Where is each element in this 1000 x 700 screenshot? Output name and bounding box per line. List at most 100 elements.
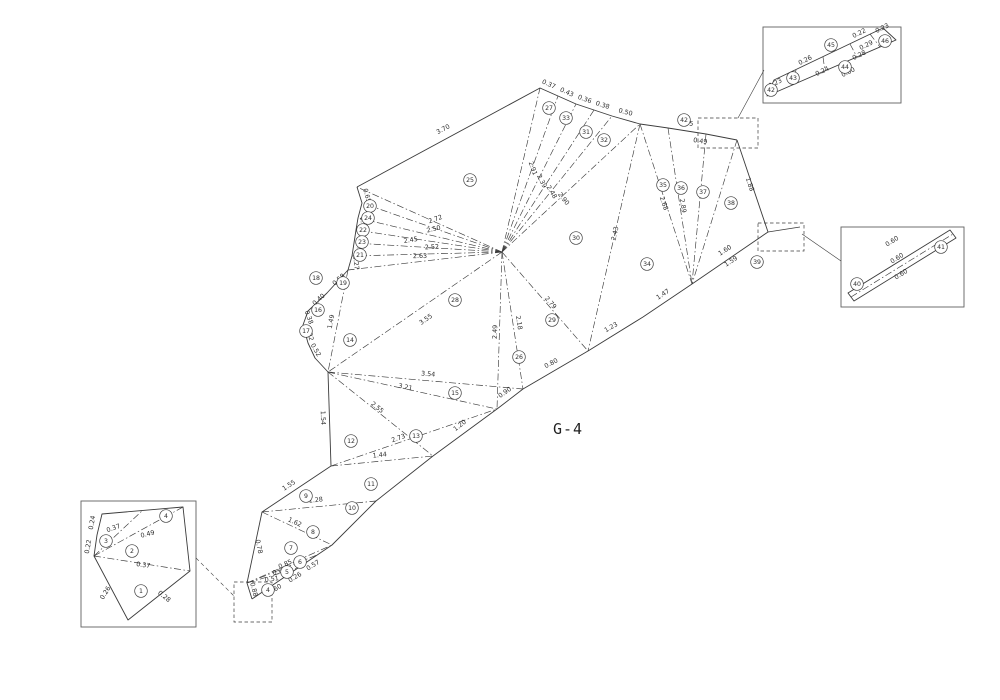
detail-bottom-left-dimension-label: 0.22 xyxy=(83,539,93,554)
parcel-marker: 20 xyxy=(363,199,377,213)
parcel-number-circle xyxy=(134,584,148,598)
parcel-number-circle xyxy=(261,583,275,597)
detail-right-dimension-label: 0.60 xyxy=(884,234,900,248)
parcel-number: 24 xyxy=(364,215,372,222)
detail-right-dimension-label: 0.60 xyxy=(893,267,909,281)
triangulation-line xyxy=(501,251,524,390)
triangulation-line xyxy=(501,251,589,352)
parcel-marker: 27 xyxy=(542,101,556,115)
dimension-label: 2.63 xyxy=(413,252,427,260)
detail-bottom-left-parcel-marker: 3 xyxy=(99,534,113,548)
parcel-number-circle xyxy=(750,255,764,269)
boundary-line xyxy=(691,139,769,285)
parcel-marker: 6 xyxy=(293,555,307,569)
area-label: G-4 xyxy=(553,420,584,438)
parcel-marker: 8 xyxy=(306,525,320,539)
triangulation-line xyxy=(501,115,613,253)
detail-top-right-parcel-marker: 46 xyxy=(878,34,892,48)
parcel-marker: 29 xyxy=(545,313,559,327)
triangulation-line xyxy=(327,371,524,390)
parcel-number-circle xyxy=(336,276,350,290)
parcel-marker: 26 xyxy=(512,350,526,364)
triangulation-line xyxy=(501,109,595,253)
parcel-number: 28 xyxy=(451,297,459,304)
detail-top-right-line xyxy=(869,33,881,48)
parcel-number: 3 xyxy=(104,538,108,545)
leader-line xyxy=(801,233,842,262)
parcel-number: 7 xyxy=(289,545,293,552)
dimension-label: 2.50 xyxy=(426,224,442,235)
dimension-label: 1.59 xyxy=(723,254,739,268)
dimension-label: 2.90 xyxy=(556,191,571,207)
parcel-number: 42 xyxy=(767,87,775,94)
detail-bottom-left-dimension-label: 0.37 xyxy=(105,522,121,534)
dimension-label: 3.54 xyxy=(421,369,436,378)
dimension-label: 3.55 xyxy=(418,312,434,327)
parcel-number: 38 xyxy=(727,200,735,207)
detail-top-right-parcel-marker: 45 xyxy=(824,38,838,52)
parcel-number-circle xyxy=(677,113,691,127)
detail-bottom-left-dimension-label: 0.49 xyxy=(140,528,156,539)
parcel-number-circle xyxy=(361,211,375,225)
parcel-number-circle xyxy=(934,240,948,254)
boundary-line xyxy=(356,87,738,188)
parcel-number-circle xyxy=(542,101,556,115)
parcel-number: 21 xyxy=(356,252,364,259)
detail-reference-box xyxy=(697,117,759,149)
triangulation-line xyxy=(639,123,693,285)
parcel-marker: 33 xyxy=(559,111,573,125)
parcel-number: 13 xyxy=(412,433,420,440)
parcel-number-circle xyxy=(345,501,359,515)
triangulation-line xyxy=(356,186,503,253)
dimension-label: 0.36 xyxy=(577,93,593,105)
parcel-marker: 4 xyxy=(261,583,275,597)
dimension-label: 1.54 xyxy=(319,411,327,426)
boundary-line xyxy=(251,283,693,600)
parcel-number: 31 xyxy=(582,129,590,136)
parcel-marker: 10 xyxy=(345,501,359,515)
parcel-number-circle xyxy=(640,257,654,271)
parcel-number: 2 xyxy=(130,548,134,555)
dimension-label: 1.49 xyxy=(326,314,337,329)
parcel-number-circle xyxy=(284,541,298,555)
parcel-number: 23 xyxy=(358,239,366,246)
detail-top-right-parcel-marker: 43 xyxy=(786,71,800,85)
dimension-label: 0.38 xyxy=(595,99,611,111)
dimension-label: 2.49 xyxy=(491,325,499,340)
parcel-marker: 21 xyxy=(353,248,367,262)
parcel-number: 4 xyxy=(266,587,270,594)
parcel-number-circle xyxy=(656,178,670,192)
dimension-label: 1.88 xyxy=(744,176,756,192)
parcel-number-circle xyxy=(824,38,838,52)
parcel-number-circle xyxy=(597,133,611,147)
detail-top-right-parcel-marker: 44 xyxy=(838,60,852,74)
dimension-label: 0.51 xyxy=(264,574,279,584)
parcel-number: 12 xyxy=(347,438,355,445)
detail-right-parcel-marker: 40 xyxy=(850,277,864,291)
detail-reference-box xyxy=(233,581,273,623)
parcel-marker: 12 xyxy=(344,434,358,448)
parcel-number: 35 xyxy=(659,182,667,189)
parcel-number-circle xyxy=(569,231,583,245)
leader-line xyxy=(195,557,235,597)
parcel-marker: 38 xyxy=(724,196,738,210)
detail-bottom-left-frame xyxy=(80,500,197,628)
parcel-number: 46 xyxy=(881,38,889,45)
detail-top-right-dimension-label: 0.29 xyxy=(858,38,874,51)
parcel-number-circle xyxy=(448,293,462,307)
triangulation-line xyxy=(691,133,707,285)
parcel-marker: 37 xyxy=(696,185,710,199)
detail-bottom-left-parcel-marker: 4 xyxy=(159,509,173,523)
dimension-label: 2.72 xyxy=(427,213,443,225)
detail-top-right-dimension-label: 0.28 xyxy=(851,48,867,61)
parcel-marker: 16 xyxy=(311,303,325,317)
parcel-marker: 5 xyxy=(280,565,294,579)
parcel-number-circle xyxy=(280,565,294,579)
detail-top-right-outline xyxy=(766,27,897,97)
parcel-number-circle xyxy=(299,489,313,503)
parcel-number-circle xyxy=(355,235,369,249)
parcel-number-circle xyxy=(838,60,852,74)
dimension-label: 2.91 xyxy=(527,160,539,176)
parcel-marker: 11 xyxy=(364,477,378,491)
